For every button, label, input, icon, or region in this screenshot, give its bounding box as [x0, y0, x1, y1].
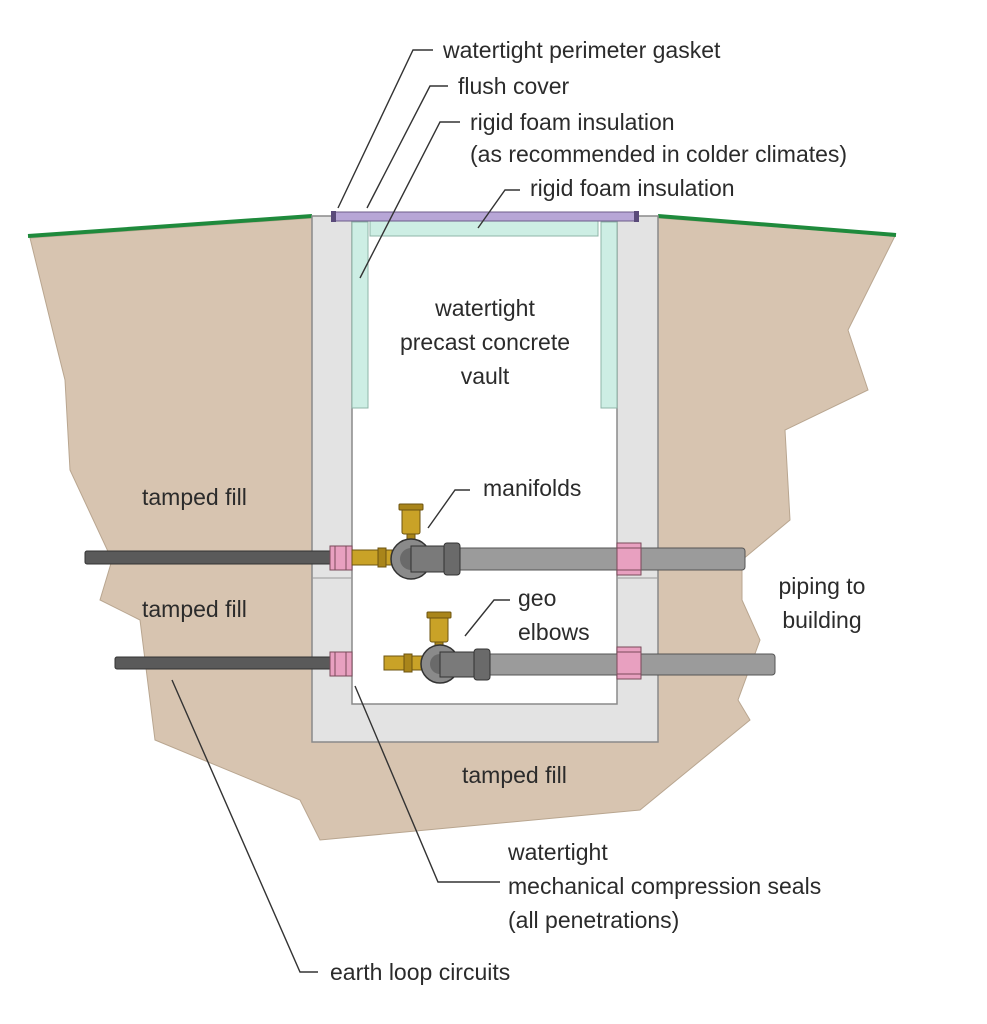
perimeter-gasket-left — [331, 211, 336, 222]
geo-elbow-lower — [420, 644, 491, 684]
rigid-foam-left-wall — [351, 221, 369, 409]
geo-elbow-upper — [390, 538, 461, 580]
label-flush-cover: flush cover — [458, 73, 570, 99]
label-geo-elbows-line1: geo — [518, 585, 556, 611]
rigid-foam-top — [369, 220, 599, 237]
label-tamped-fill-middle: tamped fill — [142, 596, 247, 622]
building-pipe-upper — [444, 547, 746, 571]
label-piping-line2: building — [782, 607, 861, 633]
leader-foam-top — [477, 189, 520, 229]
earth-loop-pipe-lower — [114, 656, 338, 670]
perimeter-gasket-right — [634, 211, 639, 222]
air-vent-upper — [398, 503, 424, 545]
leader-geo-elbows — [464, 599, 510, 637]
label-vault-line2: precast concrete — [400, 329, 570, 355]
label-rigid-foam-walls: rigid foam insulation — [470, 109, 675, 135]
leader-flush-cover — [366, 85, 448, 209]
leader-gasket — [337, 49, 433, 209]
label-manifolds: manifolds — [483, 475, 581, 501]
label-vault-line3: vault — [461, 363, 510, 389]
flush-cover — [332, 211, 638, 222]
compression-seal-lower-right — [616, 646, 642, 680]
label-seals-line2: mechanical compression seals — [508, 873, 821, 899]
label-geo-elbows-line2: elbows — [518, 619, 590, 645]
label-earth-loop: earth loop circuits — [330, 959, 510, 985]
grade-line-left — [27, 214, 313, 238]
label-piping-line1: piping to — [779, 573, 866, 599]
label-perimeter-gasket: watertight perimeter gasket — [442, 37, 721, 63]
leader-manifolds — [427, 489, 470, 529]
label-rigid-foam-walls-note: (as recommended in colder climates) — [470, 141, 847, 167]
leader-compression-seals — [354, 685, 500, 883]
label-seals-line3: (all penetrations) — [508, 907, 679, 933]
leader-earth-loop — [171, 679, 318, 973]
grade-line-right — [657, 214, 897, 237]
label-vault-line1: watertight — [434, 295, 535, 321]
compression-seal-lower-left — [329, 651, 353, 677]
compression-seal-upper-left — [329, 545, 353, 571]
label-seals-line1: watertight — [507, 839, 608, 865]
compression-seal-upper-right — [616, 542, 642, 576]
rigid-foam-right-wall — [600, 221, 618, 409]
label-rigid-foam-top: rigid foam insulation — [530, 175, 735, 201]
leader-foam-walls — [359, 121, 460, 279]
label-tamped-fill-bottom: tamped fill — [462, 762, 567, 788]
earth-loop-pipe-upper — [84, 550, 338, 565]
brass-fitting-lower — [383, 655, 423, 671]
label-tamped-fill-upper: tamped fill — [142, 484, 247, 510]
